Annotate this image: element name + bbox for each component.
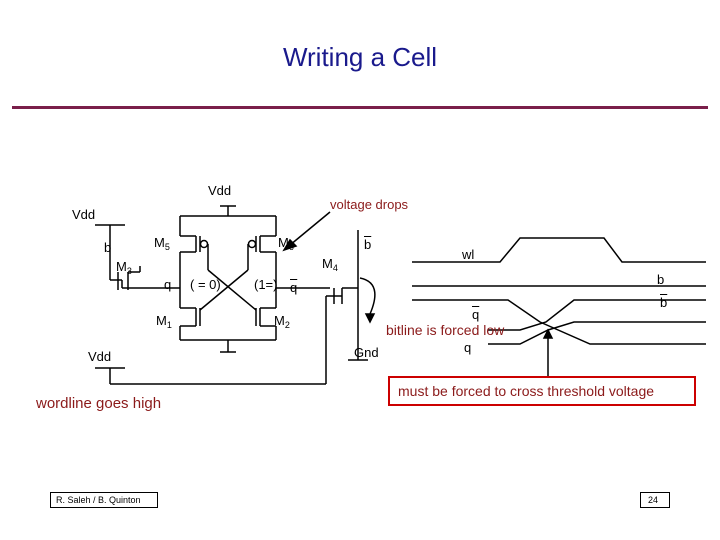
- threshold-note: must be forced to cross threshold voltag…: [398, 383, 655, 399]
- wave-q-label: q: [464, 340, 472, 355]
- footer-author-box: [50, 492, 158, 508]
- footer-page-box: [640, 492, 670, 508]
- wave-q-bar-label: q: [472, 307, 480, 322]
- page-number: 24: [648, 495, 659, 505]
- title-divider: [12, 106, 708, 109]
- node-q-value: ( = 0): [190, 277, 221, 292]
- m4-label: M4: [322, 256, 338, 273]
- bitline-b-bar-label: b: [364, 237, 372, 252]
- bitline-b-label: b: [104, 240, 112, 255]
- wave-b-label: b: [657, 272, 665, 287]
- voltage-drops-label: voltage drops: [330, 197, 409, 212]
- vdd-left-label: Vdd: [72, 207, 96, 222]
- node-q-bar-value: (1=): [254, 277, 278, 292]
- wave-b-bar-label: b: [660, 295, 668, 310]
- wave-wl-label: wl: [462, 247, 475, 262]
- m1-label: M1: [156, 313, 172, 330]
- m5-label: M5: [154, 235, 170, 252]
- m3-label: M3: [116, 259, 132, 276]
- threshold-note-box: [388, 376, 696, 406]
- node-q-bar-label: q: [290, 280, 298, 295]
- vdd-top-label: Vdd: [208, 183, 232, 198]
- m6-label: M6: [278, 235, 294, 252]
- gnd-label: Gnd: [354, 345, 379, 360]
- node-q-label: q: [164, 277, 172, 292]
- bitline-forced-caption: bitline is forced low: [386, 322, 505, 338]
- slide-title: Writing a Cell: [282, 42, 438, 72]
- footer-author: R. Saleh / B. Quinton: [56, 495, 141, 505]
- wordline-caption: wordline goes high: [36, 395, 162, 412]
- vdd-bottom-label: Vdd: [88, 349, 112, 364]
- m2-label: M2: [274, 313, 290, 330]
